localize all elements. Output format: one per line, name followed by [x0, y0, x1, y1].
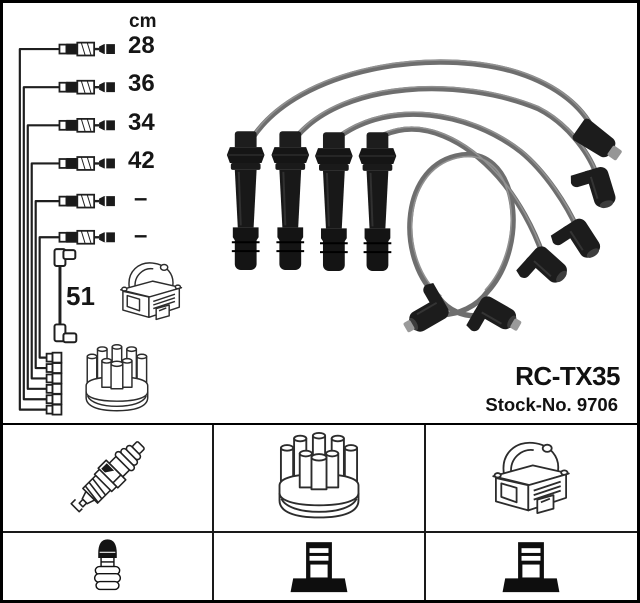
- coil-wire-length-label: 51: [66, 281, 95, 311]
- straight-boot-silhouette-icon: [502, 541, 560, 592]
- legend-cell-ignition-coil: [426, 425, 637, 531]
- plug-terminal-nut-icon: [94, 538, 122, 590]
- legend-cell-spark-plug: [3, 425, 215, 531]
- cable-photo: [225, 59, 622, 349]
- ignition-coil-drawing: [120, 262, 183, 321]
- product-code: RC-TX35: [515, 361, 620, 391]
- schematic-and-photo-art: [18, 41, 622, 416]
- legend-cell-straight-boot: [214, 531, 426, 600]
- cable-length-label: 28: [128, 32, 155, 59]
- legend-cell-straight-boot: [425, 531, 637, 600]
- cable-length-label: 42: [128, 147, 155, 174]
- legend-cell-distributor-cap: [214, 425, 426, 531]
- component-legend-table: [3, 423, 637, 600]
- cable-length-schematic: [18, 47, 60, 411]
- unit-label: cm: [129, 11, 157, 32]
- plug-end-connectors: [58, 41, 117, 245]
- cable-length-label: –: [134, 185, 148, 212]
- distributor-end-stubs: [45, 351, 63, 416]
- legend-cell-plug-terminal: [3, 531, 215, 600]
- distributor-cap-icon: [278, 431, 360, 519]
- cable-length-label: –: [134, 222, 148, 249]
- stock-number: Stock-No. 9706: [485, 394, 618, 415]
- spark-plug-icon: [65, 434, 152, 520]
- straight-distributor-boot: [572, 118, 622, 161]
- cable-length-label: 34: [128, 109, 155, 136]
- straight-boot-silhouette-icon: [290, 541, 348, 592]
- cable-length-label: 36: [128, 70, 155, 97]
- ignition-coil-icon: [492, 441, 571, 514]
- distributor-cap-drawing: [85, 344, 149, 412]
- coil-wire-schematic: [53, 248, 78, 344]
